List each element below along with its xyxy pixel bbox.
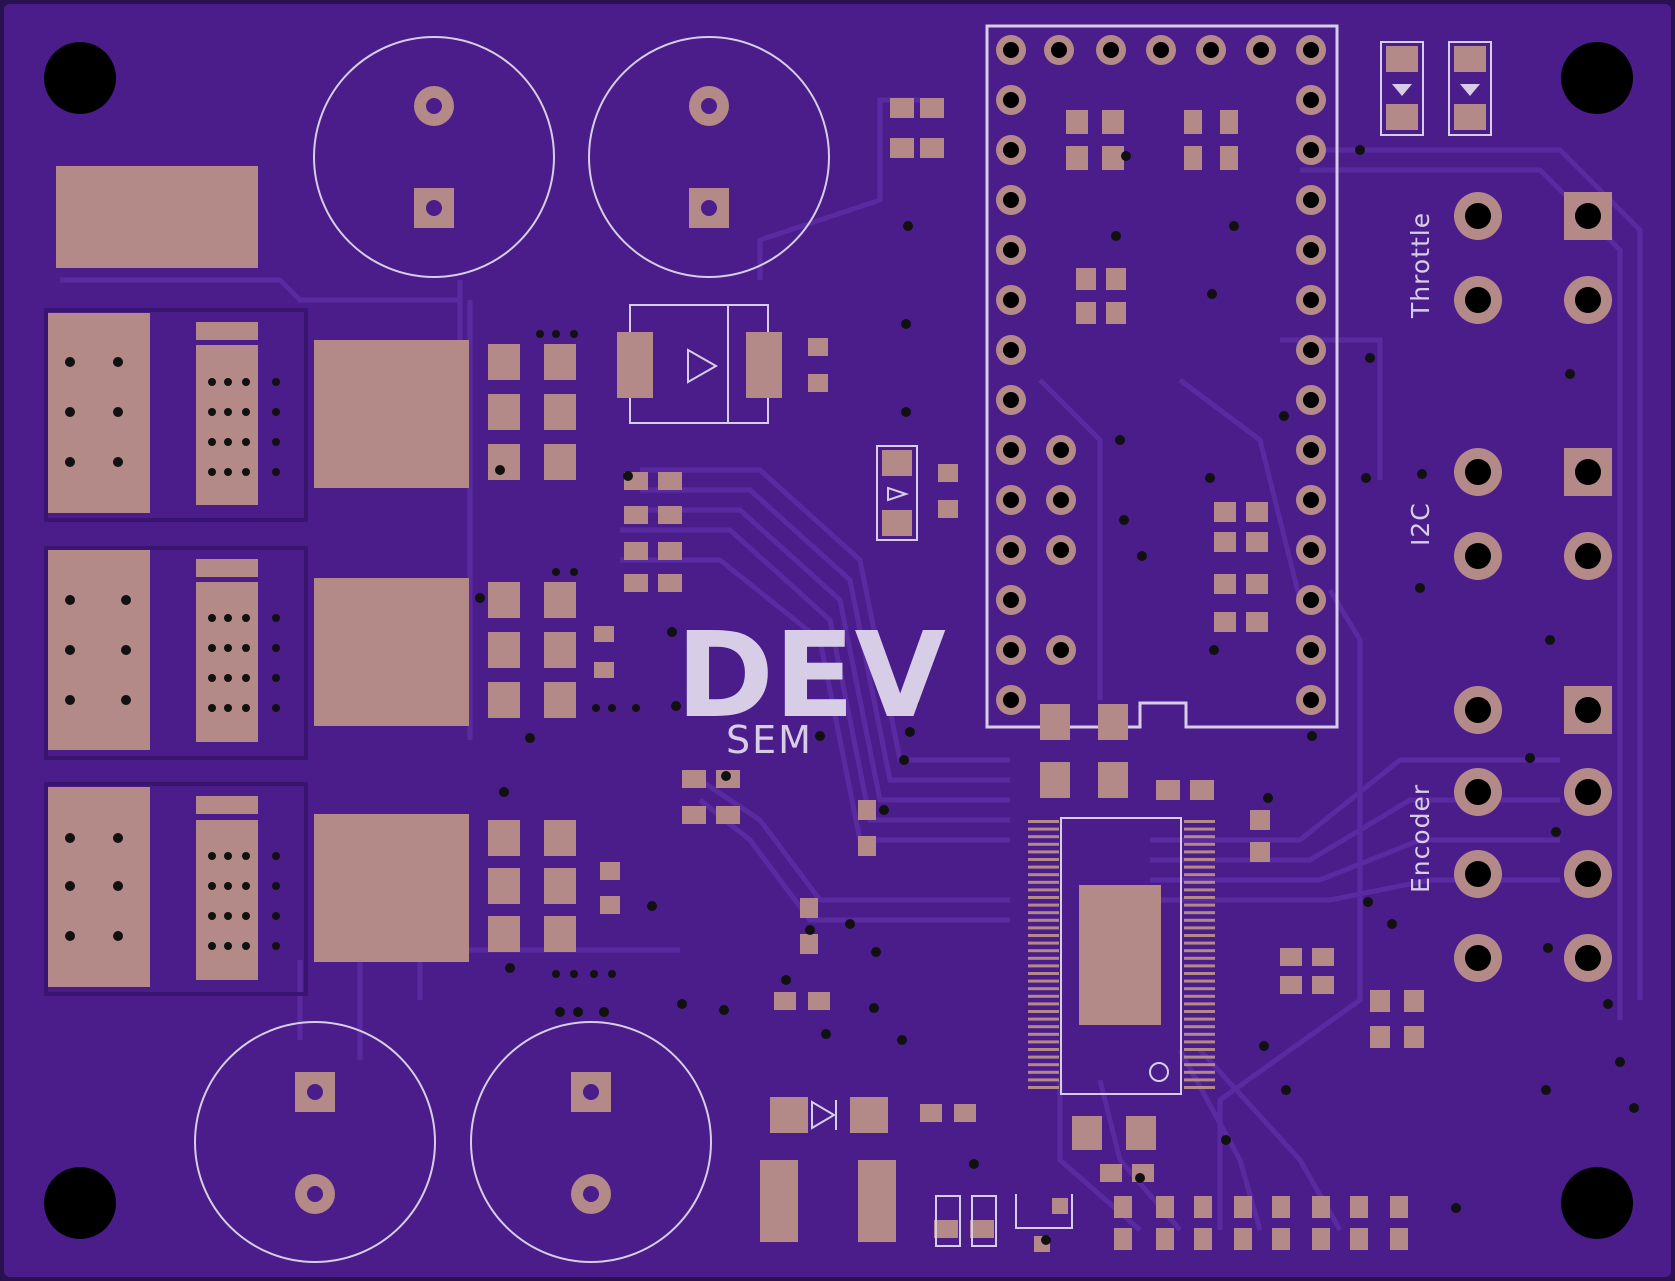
- power-vias: [65, 330, 640, 978]
- connector-throttle: [1454, 192, 1612, 324]
- mosfet-group-3: [44, 782, 576, 996]
- connector-encoder: [1454, 686, 1612, 982]
- logo-dev: DEV: [676, 606, 946, 744]
- label-throttle: Throttle: [1406, 211, 1435, 318]
- logo-sem: SEM: [726, 718, 813, 762]
- mosfet-group-1: [44, 308, 576, 522]
- label-i2c: I2C: [1406, 502, 1435, 546]
- mounting-holes: [44, 42, 1633, 1239]
- ic-pins-left: [1028, 820, 1059, 1089]
- power-pad: [56, 166, 258, 268]
- status-leds: [1380, 41, 1492, 136]
- bottom-regulator: [935, 1194, 1073, 1247]
- mounting-hole-top-right: [1561, 42, 1633, 114]
- mcu-module: [985, 24, 1339, 729]
- diode-large: [617, 304, 782, 424]
- bottom-pad-right: [858, 1160, 896, 1242]
- diode-bottom: [770, 1097, 888, 1133]
- bottom-pad-left: [760, 1160, 798, 1242]
- connector-i2c: [1454, 448, 1612, 580]
- capacitor-outlines: [194, 36, 830, 1263]
- driver-ic: [1028, 817, 1215, 1095]
- signal-vias: [475, 145, 1639, 1245]
- mounting-hole-bottom-right: [1561, 1167, 1633, 1239]
- smd-passives: [594, 98, 1424, 1252]
- mounting-hole-bottom-left: [44, 1167, 116, 1239]
- mounting-hole-top-left: [44, 42, 116, 114]
- capacitor-pads: [295, 86, 729, 1214]
- diode-small: [876, 445, 918, 541]
- label-encoder: Encoder: [1406, 783, 1435, 893]
- mosfet-group-2: [44, 546, 576, 760]
- ic-pins-right: [1184, 820, 1215, 1089]
- mcu-header-pins: [996, 35, 1326, 715]
